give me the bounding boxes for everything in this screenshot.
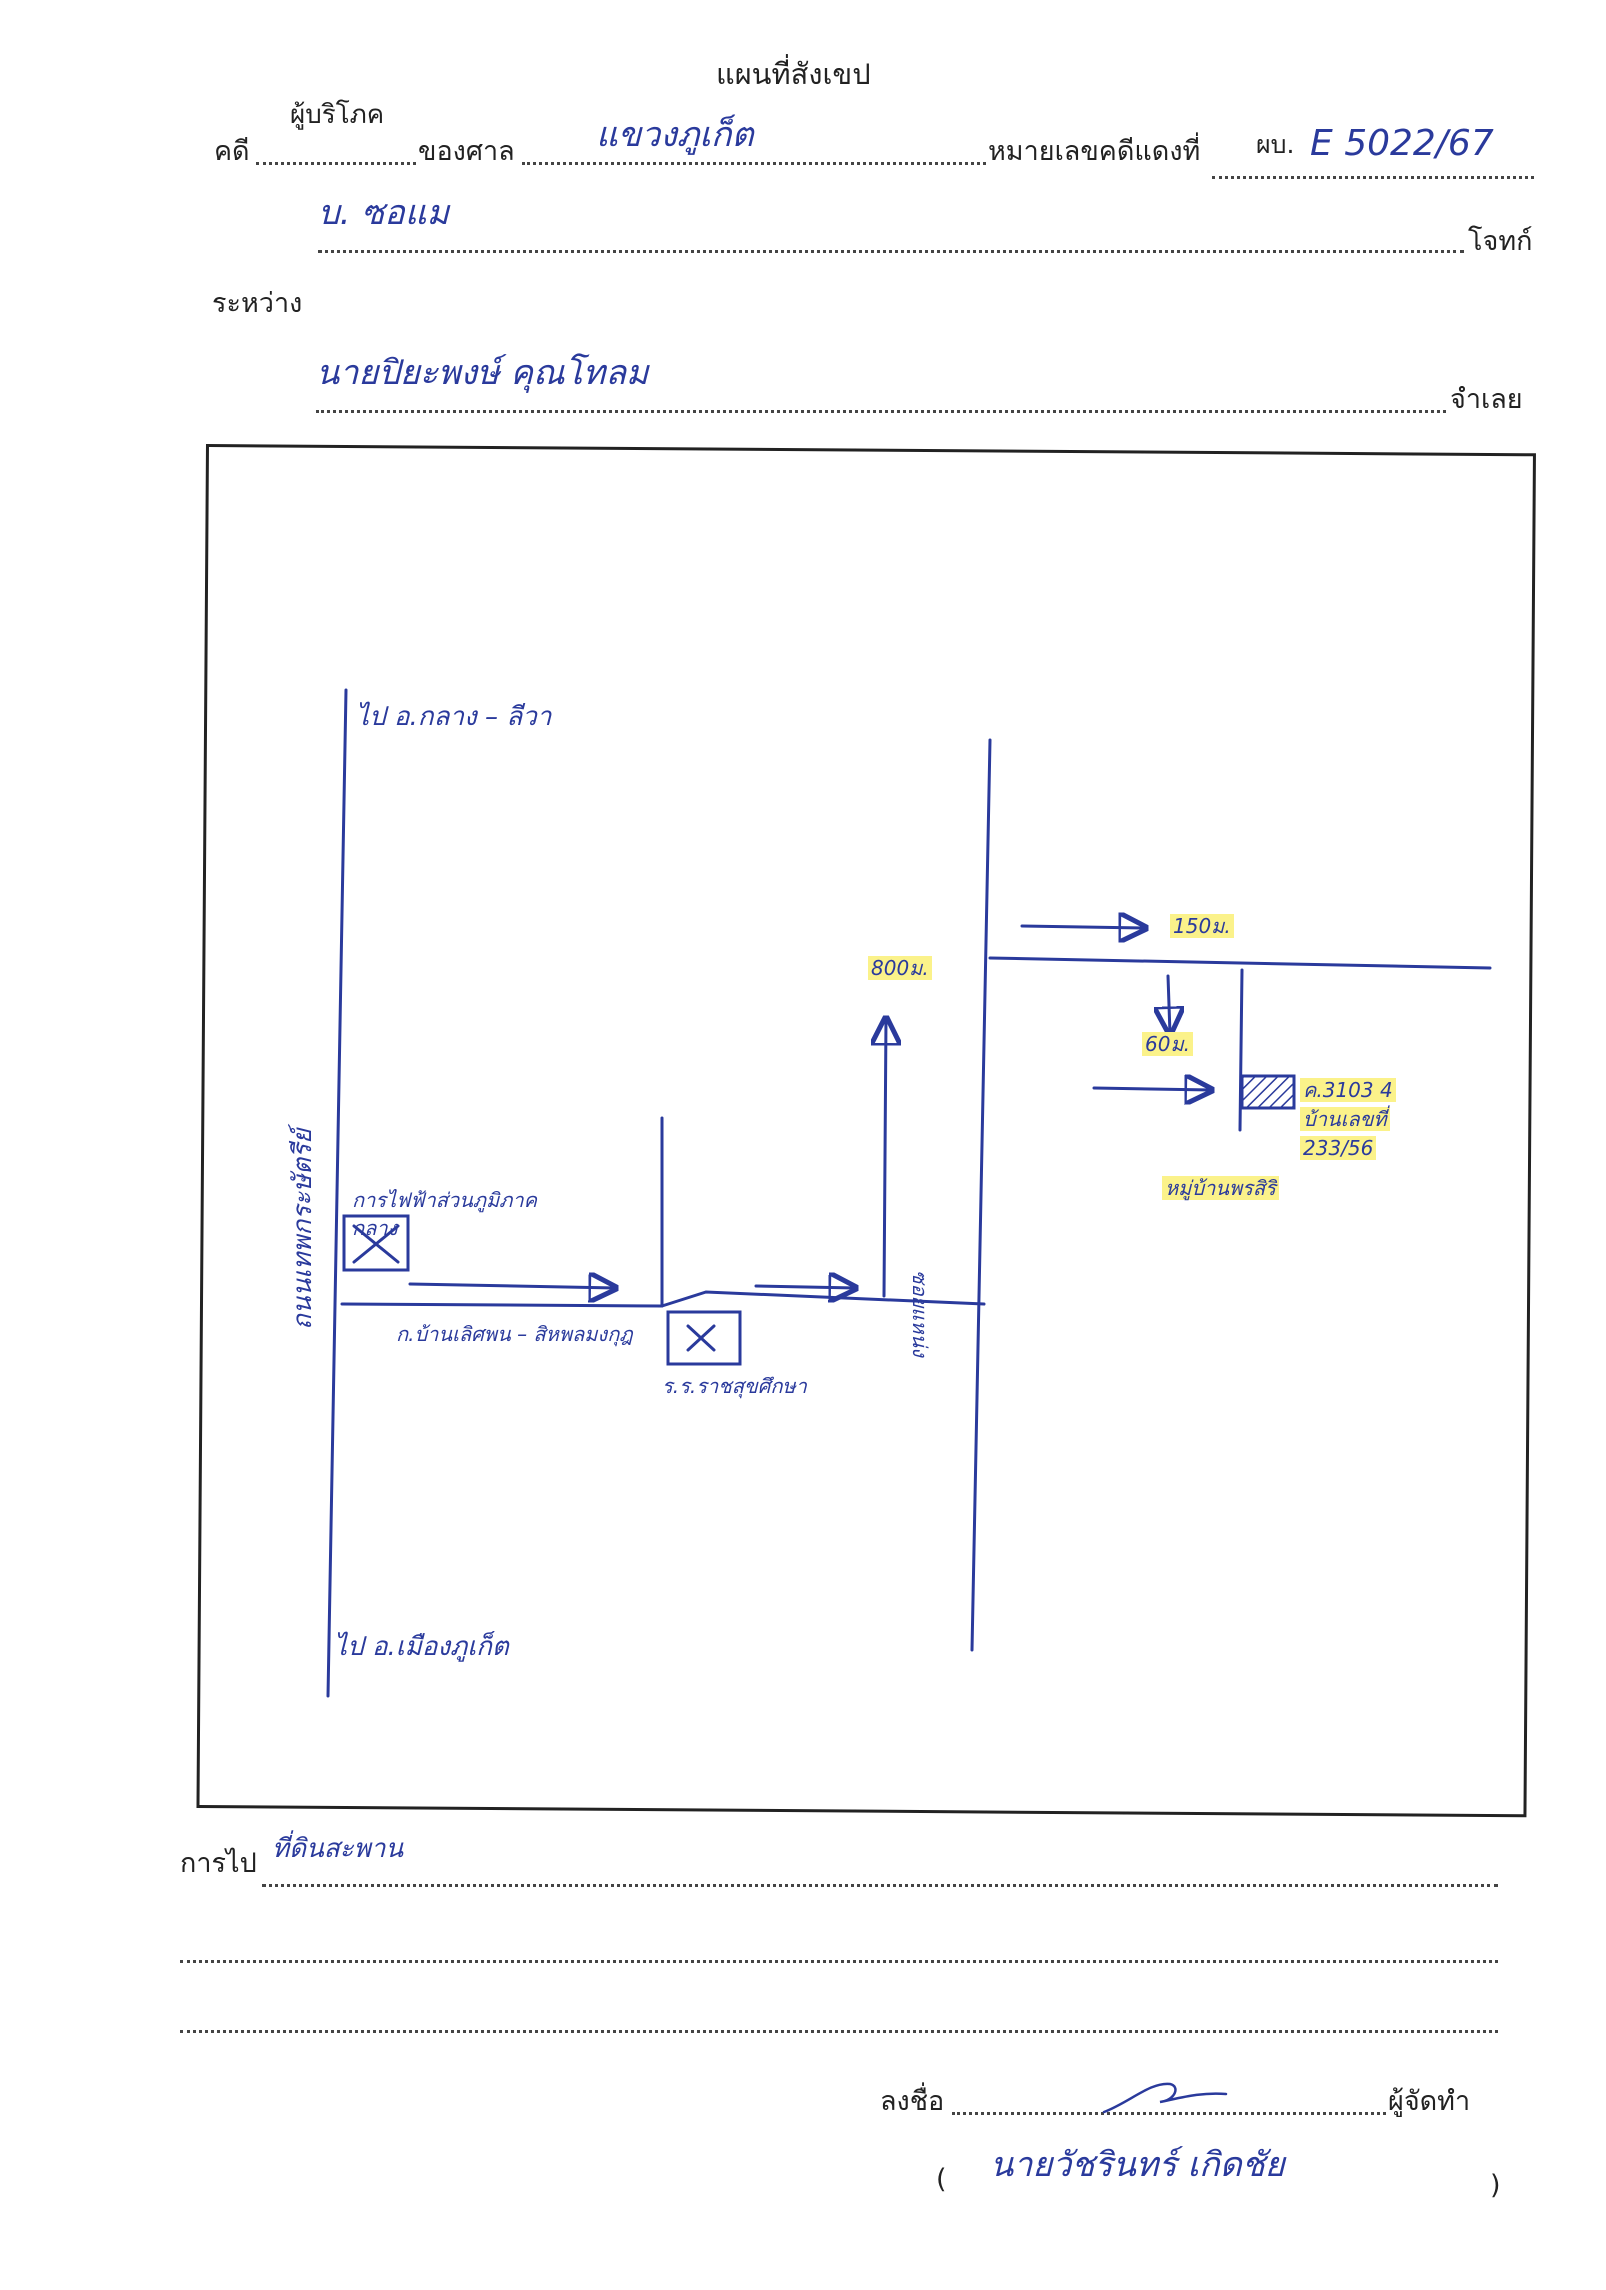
between-label: ระหว่าง xyxy=(212,288,303,319)
travel-handwritten: ที่ดินสะพาน xyxy=(272,1834,404,1864)
school-label: ร.ร.ราชสุขศึกษา xyxy=(662,1374,807,1398)
signature-mark xyxy=(1102,2082,1228,2114)
defendant-label: จำเลย xyxy=(1450,384,1523,415)
defendant-dotline xyxy=(316,410,1446,413)
left-main-road xyxy=(326,688,348,1698)
court-label: ของศาล xyxy=(418,136,515,167)
arrow-east-target xyxy=(1092,1088,1212,1090)
distance-60-label: 60ม. xyxy=(1142,1032,1193,1056)
court-dotline xyxy=(522,162,986,165)
top-right-road xyxy=(988,956,1492,970)
left-road-name: ถนนเทพกระษัตรีย์ xyxy=(288,1128,318,1330)
plaintiff-dotline xyxy=(318,250,1464,253)
left-road-top-label: ไป อ.กลาง – ลีวา xyxy=(356,702,552,732)
landmark-left-label: การไฟฟ้าส่วนภูมิภาค กลาง xyxy=(352,1188,537,1240)
preparer-label: ผู้จัดทำ xyxy=(1388,2086,1471,2117)
horizontal-road-right xyxy=(660,1290,986,1308)
case-label: คดี xyxy=(214,136,250,167)
arrow-east-150 xyxy=(1020,926,1146,928)
signer-name-handwritten: นายวัชรินทร์ เกิดชัย xyxy=(990,2145,1285,2185)
landmark-box-left xyxy=(342,1214,410,1272)
travel-dotline-2 xyxy=(180,1960,1498,1963)
court-handwritten: แขวงภูเก็ต xyxy=(596,115,754,155)
target-line-2: บ้านเลขที่ xyxy=(1300,1107,1390,1131)
plaintiff-handwritten: บ. ซอแม xyxy=(318,193,450,233)
sign-dotline xyxy=(952,2112,1386,2115)
lane-vertical-road xyxy=(970,738,992,1652)
arrow-north-800 xyxy=(884,1018,886,1298)
red-case-prefix: ผบ. xyxy=(1256,130,1295,159)
plaintiff-label: โจทก์ xyxy=(1468,226,1533,257)
travel-dotline-3 xyxy=(180,2030,1498,2033)
target-house-marker xyxy=(1240,1074,1296,1110)
target-line-1: ค.3103 4 xyxy=(1300,1078,1396,1102)
red-case-dotline xyxy=(1212,176,1534,179)
target-line-3: 233/56 xyxy=(1300,1136,1377,1160)
school-box xyxy=(666,1310,742,1366)
arrow-south-60 xyxy=(1168,974,1170,1034)
lane-name-label: ซอยแหน่ง xyxy=(908,1270,932,1357)
red-case-handwritten: E 5022/67 xyxy=(1310,123,1494,164)
school-cross-b xyxy=(686,1324,716,1352)
arrow-east-2 xyxy=(754,1286,856,1288)
case-dotline xyxy=(256,162,416,165)
paren-close: ) xyxy=(1490,2170,1501,2201)
distance-800-label: 800ม. xyxy=(868,956,932,980)
horizontal-road-label: ก.บ้านเลิศพน – สิหพลมงกุฎ xyxy=(396,1322,633,1346)
target-side-road xyxy=(1238,968,1244,1132)
travel-label: การไป xyxy=(180,1848,257,1879)
page-title: แผนที่สังเขป xyxy=(716,57,871,91)
landmark-cross-left-b xyxy=(352,1224,400,1264)
sign-label: ลงชื่อ xyxy=(880,2086,945,2117)
left-road-bottom-label: ไป อ.เมืองภูเก็ต xyxy=(334,1632,509,1662)
defendant-handwritten: นายปิยะพงษ์ คุณโทลม xyxy=(316,353,649,393)
village-label: หมู่บ้านพรสิริ xyxy=(1162,1176,1279,1200)
arrow-east-1 xyxy=(408,1284,616,1288)
paren-open: ( xyxy=(936,2164,947,2195)
case-type-handwritten: ผู้บริโภค xyxy=(290,100,385,130)
target-label: ค.3103 4 บ้านเลขที่ 233/56 xyxy=(1300,1076,1396,1163)
horizontal-road-left xyxy=(340,1302,664,1308)
distance-150-label: 150ม. xyxy=(1170,914,1234,938)
red-case-label: หมายเลขคดีแดงที่ xyxy=(988,136,1201,167)
travel-dotline-1 xyxy=(262,1884,1498,1887)
